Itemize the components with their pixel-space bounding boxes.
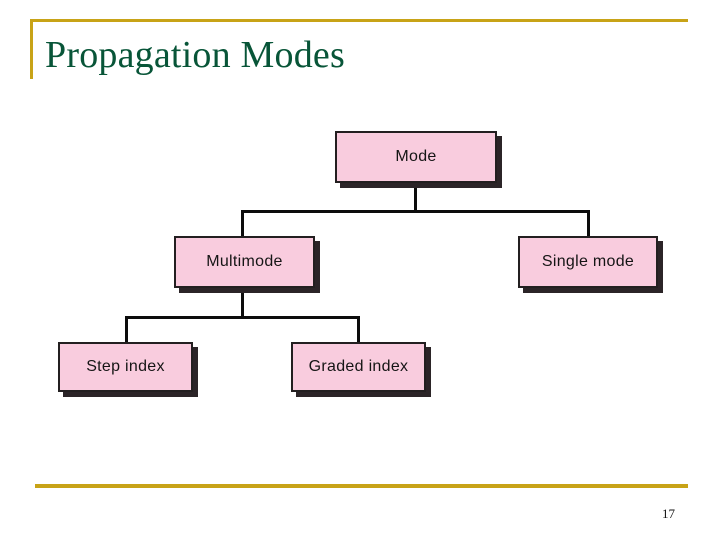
node-mode-label: Mode [395,148,437,165]
page-number: 17 [662,506,675,521]
node-single-mode-label: Single mode [541,253,635,270]
title-rule-top [30,19,688,22]
node-single-mode[interactable]: Single mode [518,236,658,288]
node-step-index-label: Step index [86,358,165,375]
connector-level2-bus [125,316,360,319]
node-mode[interactable]: Mode [335,131,497,183]
node-graded-index-label: Graded index [308,358,409,375]
title-rule-left [30,19,33,79]
connector-drop-single-mode [587,210,590,238]
node-multimode[interactable]: Multimode [174,236,315,288]
page-title: Propagation Modes [45,34,345,76]
node-multimode-label: Multimode [206,253,283,270]
connector-drop-multimode [241,210,244,238]
connector-multimode-stem [241,287,244,319]
node-graded-index[interactable]: Graded index [291,342,426,392]
connector-level1-bus [241,210,590,213]
footer-rule [35,484,688,488]
connector-drop-step-index [125,316,128,344]
node-step-index[interactable]: Step index [58,342,193,392]
connector-drop-graded-index [357,316,360,344]
connector-mode-stem [414,182,417,213]
